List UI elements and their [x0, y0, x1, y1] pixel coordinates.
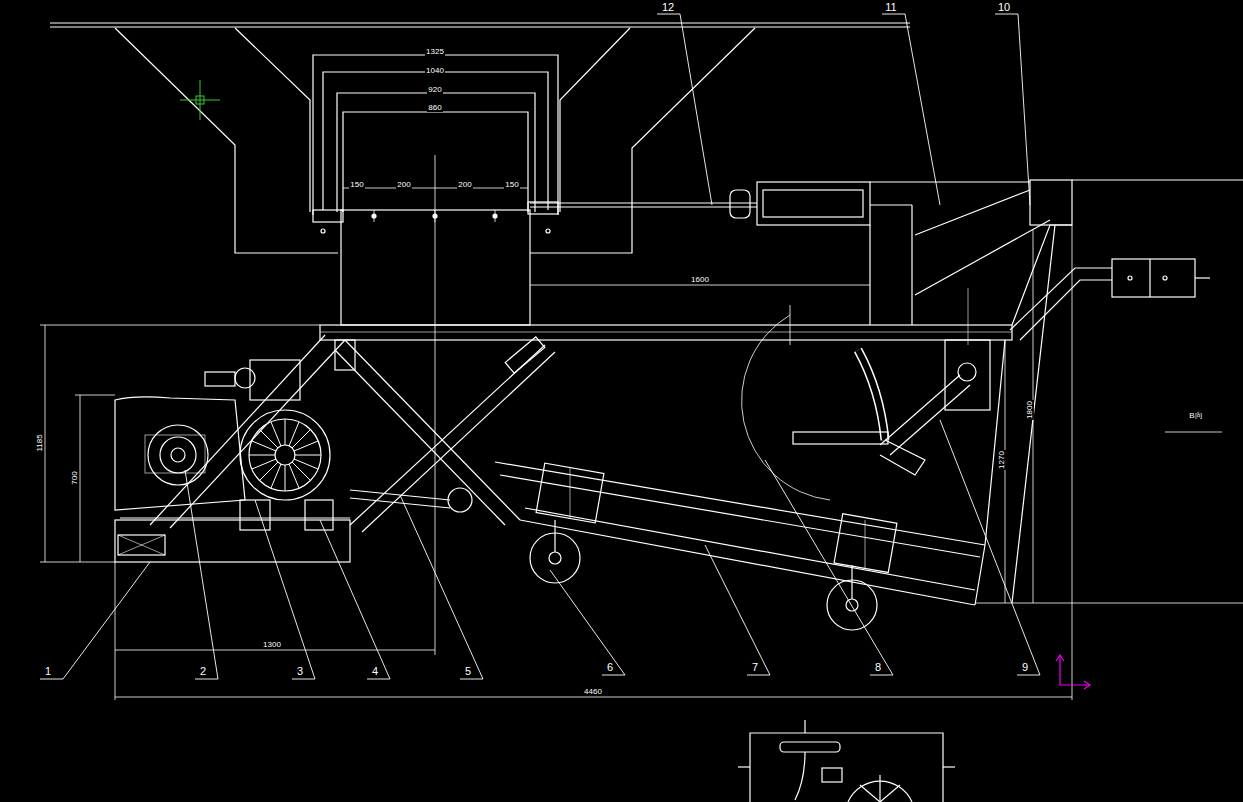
- dimension-label: 1325: [425, 48, 445, 56]
- dimension-label: 150: [349, 181, 364, 189]
- dimension-label: 920: [427, 86, 442, 94]
- dimension-label: 700: [71, 470, 79, 485]
- dimension-label: 1185: [36, 433, 44, 452]
- dimension-label: 150: [504, 181, 519, 189]
- dimension-label: 1270: [998, 450, 1006, 470]
- callout-number: 3: [296, 666, 304, 677]
- callout-number: 8: [874, 662, 882, 673]
- dimension-label: 860: [427, 104, 442, 112]
- callout-number: 5: [464, 666, 472, 677]
- callout-number: 10: [997, 2, 1011, 13]
- callout-number: 11: [884, 2, 897, 13]
- dimension-label: 1600: [690, 276, 710, 284]
- callout-number: 4: [371, 666, 379, 677]
- dimension-label: 1300: [262, 641, 282, 649]
- dimension-label: 1800: [1026, 400, 1034, 420]
- dimension-label: 200: [457, 181, 472, 189]
- dimension-label: 1040: [425, 67, 445, 75]
- callout-number: 7: [751, 662, 759, 673]
- dimension-label: 4460: [583, 688, 603, 696]
- callout-number: 12: [661, 2, 675, 13]
- callout-number: 1: [44, 666, 52, 677]
- callout-number: 2: [199, 666, 207, 677]
- dimension-label: B向: [1188, 412, 1203, 420]
- callout-number: 6: [606, 662, 614, 673]
- callout-number: 9: [1021, 662, 1029, 673]
- dimension-label: 200: [396, 181, 411, 189]
